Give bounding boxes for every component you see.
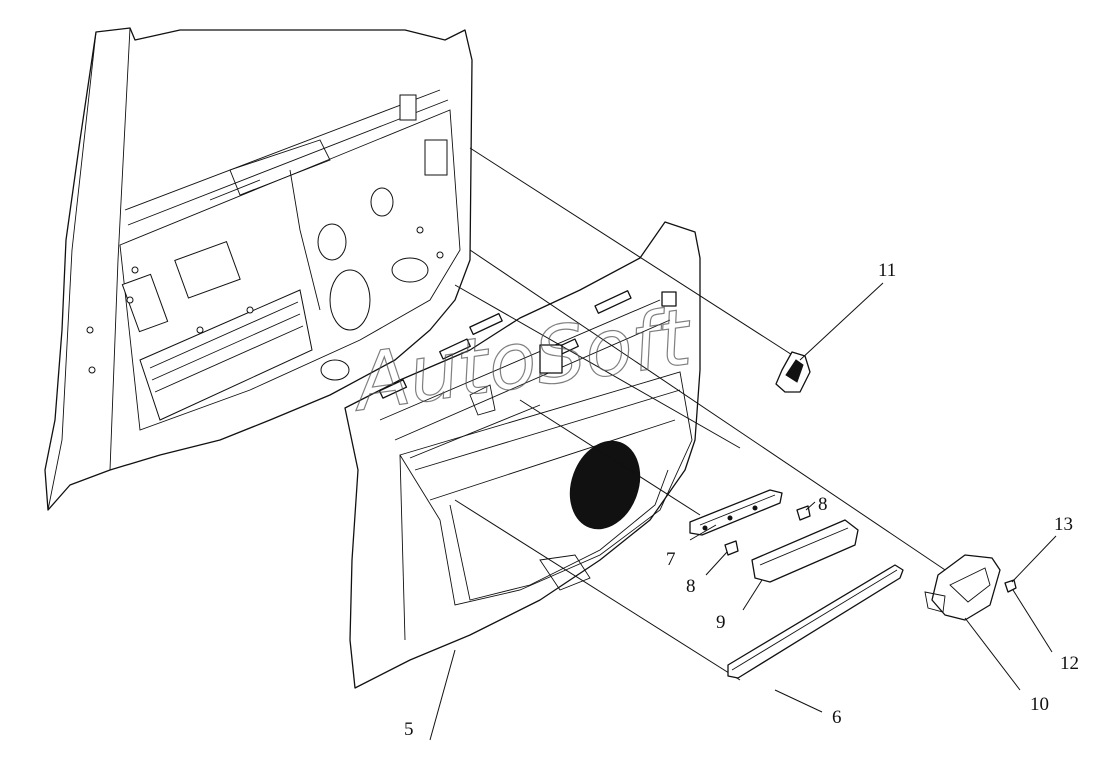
door-inner-panel	[44, 27, 473, 511]
switch-cover	[775, 351, 811, 393]
door-trim-panel	[344, 221, 701, 689]
callout-6: 6	[832, 707, 842, 728]
screw-small	[1004, 579, 1017, 593]
callout-leaders	[429, 282, 1057, 741]
callout-12: 12	[1060, 653, 1079, 674]
alignment-lines	[454, 147, 961, 681]
callout-labels: 5 6 7 8 8 9 10 11 12 13	[404, 260, 1079, 740]
callout-9: 9	[716, 612, 726, 633]
inner-handle	[924, 554, 1001, 621]
bracket	[689, 489, 783, 536]
pull-handle	[751, 519, 859, 583]
callout-11: 11	[878, 260, 896, 281]
trim-strip	[727, 564, 904, 679]
callout-5: 5	[404, 719, 414, 740]
callout-13: 13	[1054, 514, 1073, 535]
callout-8-upper: 8	[818, 494, 828, 515]
callout-10: 10	[1030, 694, 1049, 715]
callout-8-lower: 8	[686, 576, 696, 597]
callout-7: 7	[666, 549, 676, 570]
